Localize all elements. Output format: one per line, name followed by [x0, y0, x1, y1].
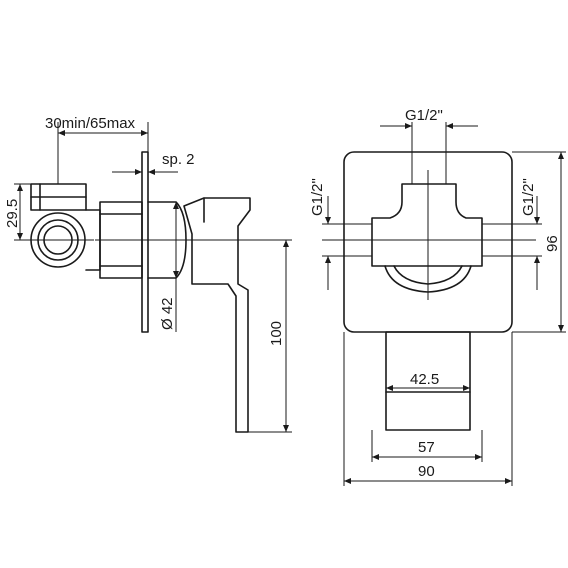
- dim-plate-width: 90: [343, 332, 513, 486]
- dim-right-connection: G1/2": [482, 178, 542, 290]
- wall-plate: [141, 151, 149, 333]
- plate-width-label: 90: [418, 463, 435, 480]
- right-connection-label: G1/2": [520, 178, 537, 216]
- body-diameter-label: Ø 42: [159, 297, 176, 330]
- inlet-fitting: [30, 183, 87, 211]
- dim-left-connection: G1/2": [309, 178, 372, 290]
- dim-depth: 30min/65max: [45, 115, 149, 184]
- dim-inlet-offset: 29.5: [4, 183, 31, 241]
- depth-range-label: 30min/65max: [45, 115, 136, 132]
- inlet-offset-label: 29.5: [4, 199, 21, 228]
- dim-top-connection: G1/2": [380, 107, 478, 184]
- dim-body-width: 57: [371, 430, 483, 462]
- side-view: 30min/65max sp. 2 29.5 Ø 42 100: [4, 115, 292, 433]
- plate-height-label: 96: [544, 235, 561, 252]
- top-connection-label: G1/2": [405, 107, 443, 124]
- left-connection-label: G1/2": [309, 178, 326, 216]
- lever-length-label: 100: [268, 321, 285, 346]
- dim-lever-width: 42.5: [386, 371, 470, 391]
- dim-body-diameter: Ø 42: [159, 202, 179, 332]
- front-view: G1/2" G1/2" G1/2" 96 42.5: [309, 107, 566, 486]
- front-valve-body: [371, 183, 483, 267]
- body-width-label: 57: [418, 439, 435, 456]
- dim-lever-length: 100: [248, 239, 292, 433]
- lever-handle: [183, 197, 251, 433]
- front-lever: [385, 331, 471, 431]
- lever-width-label: 42.5: [410, 371, 439, 388]
- port-circle: [22, 212, 94, 268]
- dim-plate-height: 96: [512, 151, 566, 333]
- plate-thickness-label: sp. 2: [162, 151, 195, 168]
- dim-plate-thickness: sp. 2: [112, 151, 195, 175]
